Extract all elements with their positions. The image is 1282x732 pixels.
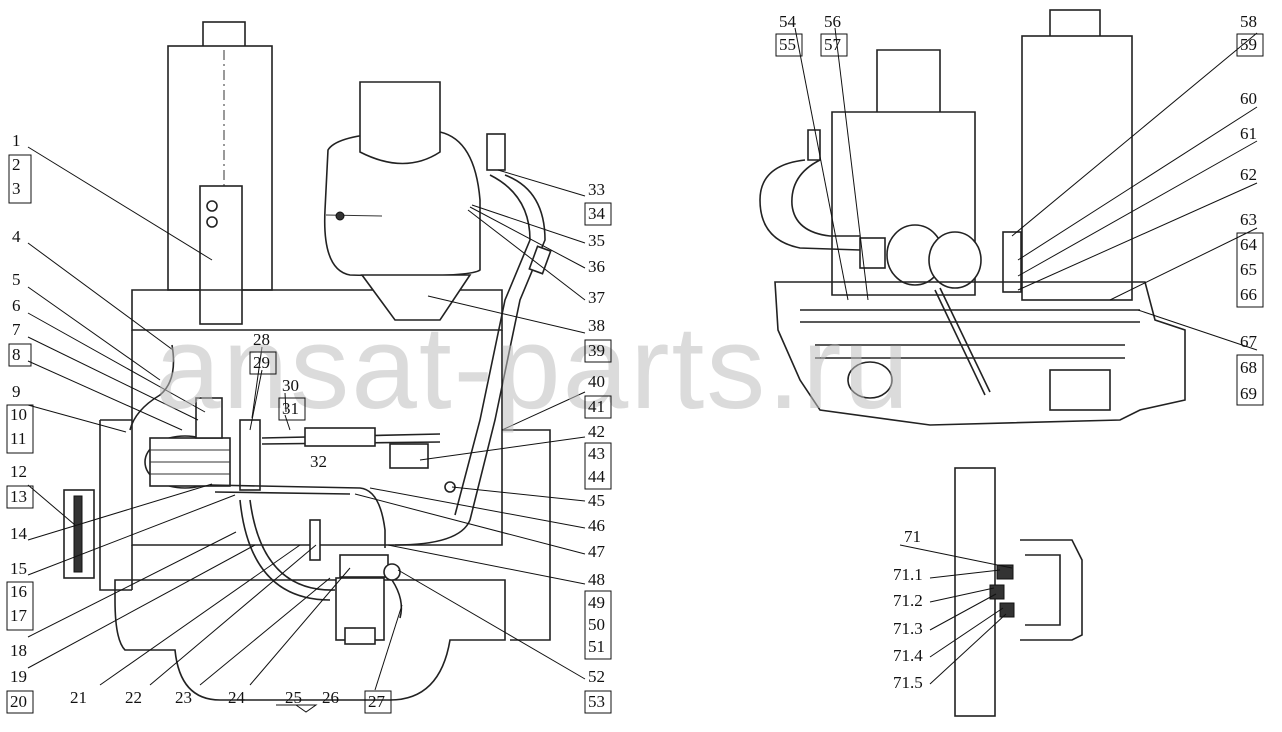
label-63: 63 <box>1240 210 1257 229</box>
label-69: 69 <box>1240 384 1257 403</box>
label-6: 6 <box>12 296 21 315</box>
part-labels: 1 2 3 4 5 6 7 8 9 10 11 12 13 14 15 16 1… <box>6 12 1264 714</box>
label-13: 13 <box>10 487 27 506</box>
label-23: 23 <box>175 688 192 707</box>
label-37: 37 <box>588 288 606 307</box>
label-47: 47 <box>588 542 606 561</box>
label-19: 19 <box>10 667 27 686</box>
label-32: 32 <box>310 452 327 471</box>
label-3: 3 <box>12 179 21 198</box>
label-68: 68 <box>1240 358 1257 377</box>
left-engine-view <box>63 21 552 701</box>
label-38: 38 <box>588 316 605 335</box>
label-61: 61 <box>1240 124 1257 143</box>
label-30: 30 <box>282 376 299 395</box>
label-64: 64 <box>1240 235 1258 254</box>
label-12: 12 <box>10 462 27 481</box>
label-71-1: 71.1 <box>893 565 923 584</box>
label-15: 15 <box>10 559 27 578</box>
label-33: 33 <box>588 180 605 199</box>
label-71-4: 71.4 <box>893 646 923 665</box>
label-48: 48 <box>588 570 605 589</box>
label-17: 17 <box>10 606 28 625</box>
label-41: 41 <box>588 397 605 416</box>
label-25: 25 <box>285 688 302 707</box>
label-16: 16 <box>10 582 27 601</box>
label-71-5: 71.5 <box>893 673 923 692</box>
label-53: 53 <box>588 692 605 711</box>
label-67: 67 <box>1240 332 1258 351</box>
label-20: 20 <box>10 692 27 711</box>
watermark: ansat-parts.ru <box>155 302 911 434</box>
label-14: 14 <box>10 524 28 543</box>
label-71-3: 71.3 <box>893 619 923 638</box>
label-56: 56 <box>824 12 841 31</box>
label-36: 36 <box>588 257 605 276</box>
label-51: 51 <box>588 637 605 656</box>
label-39: 39 <box>588 341 605 360</box>
label-49: 49 <box>588 593 605 612</box>
label-43: 43 <box>588 444 605 463</box>
label-24: 24 <box>228 688 246 707</box>
label-21: 21 <box>70 688 87 707</box>
label-62: 62 <box>1240 165 1257 184</box>
label-29: 29 <box>253 353 270 372</box>
label-50: 50 <box>588 615 605 634</box>
label-66: 66 <box>1240 285 1257 304</box>
label-5: 5 <box>12 270 21 289</box>
label-7: 7 <box>12 320 21 339</box>
label-58: 58 <box>1240 12 1257 31</box>
label-26: 26 <box>322 688 339 707</box>
label-46: 46 <box>588 516 605 535</box>
label-27: 27 <box>368 692 386 711</box>
label-45: 45 <box>588 491 605 510</box>
label-55: 55 <box>779 35 796 54</box>
label-34: 34 <box>588 204 606 223</box>
right-engine-view <box>759 9 1186 426</box>
label-44: 44 <box>588 467 606 486</box>
label-22: 22 <box>125 688 142 707</box>
label-60: 60 <box>1240 89 1257 108</box>
label-52: 52 <box>588 667 605 686</box>
label-4: 4 <box>12 227 21 246</box>
label-40: 40 <box>588 372 605 391</box>
label-35: 35 <box>588 231 605 250</box>
label-8: 8 <box>12 345 21 364</box>
label-71: 71 <box>904 527 921 546</box>
label-1: 1 <box>12 131 21 150</box>
leader-lines <box>27 27 1258 713</box>
label-71-2: 71.2 <box>893 591 923 610</box>
label-28: 28 <box>253 330 270 349</box>
label-42: 42 <box>588 422 605 441</box>
label-11: 11 <box>10 429 26 448</box>
label-2: 2 <box>12 155 21 174</box>
label-57: 57 <box>824 35 842 54</box>
label-9: 9 <box>12 382 21 401</box>
label-59: 59 <box>1240 35 1257 54</box>
label-10: 10 <box>10 405 27 424</box>
label-18: 18 <box>10 641 27 660</box>
label-31: 31 <box>282 399 299 418</box>
label-54: 54 <box>779 12 797 31</box>
label-65: 65 <box>1240 260 1257 279</box>
